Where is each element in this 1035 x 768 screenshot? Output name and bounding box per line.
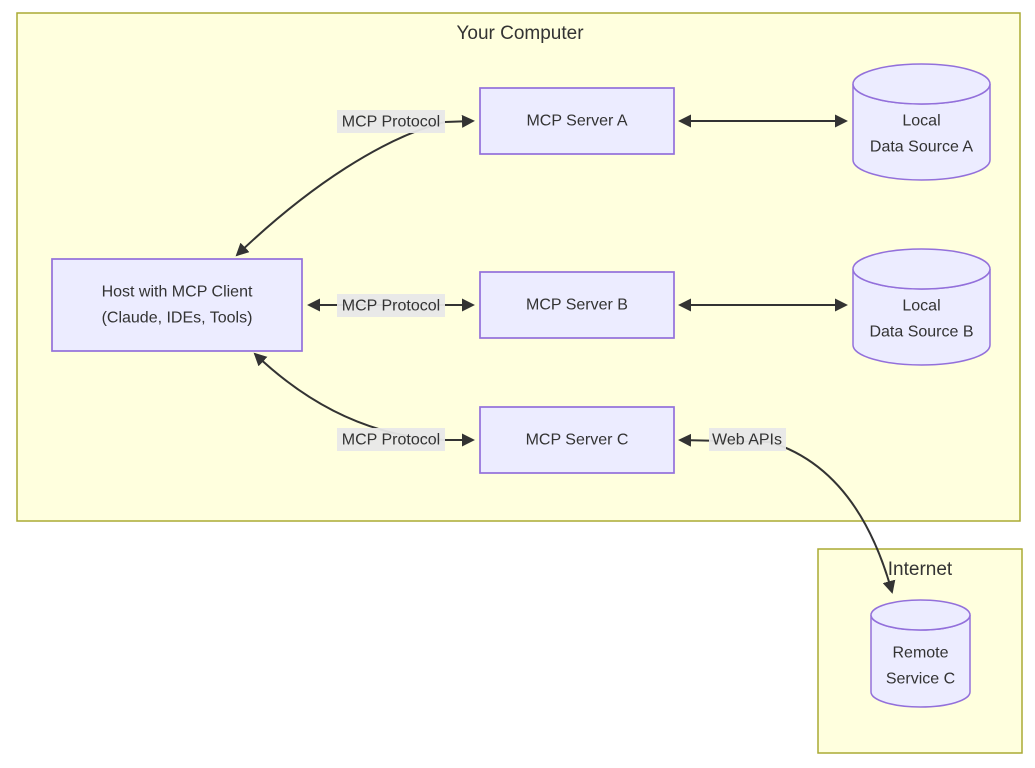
remote-service-c-cylinder: Remote Service C bbox=[870, 599, 971, 708]
mcp-server-a-node: MCP Server A bbox=[479, 87, 675, 155]
host-node: Host with MCP Client (Claude, IDEs, Tool… bbox=[51, 258, 303, 352]
remote-service-c-line2: Service C bbox=[886, 671, 955, 688]
remote-service-c-line1: Remote bbox=[892, 645, 948, 662]
mcp-server-c-label: MCP Server C bbox=[526, 432, 629, 449]
edge-label-mcp-protocol-top: MCP Protocol bbox=[337, 110, 445, 133]
host-label-line2: (Claude, IDEs, Tools) bbox=[102, 310, 253, 327]
data-source-a-line2: Data Source A bbox=[870, 139, 974, 156]
edge-label-text: MCP Protocol bbox=[342, 432, 440, 449]
mcp-server-b-node: MCP Server B bbox=[479, 271, 675, 339]
internet-title: Internet bbox=[888, 559, 953, 580]
mcp-server-c-node: MCP Server C bbox=[479, 406, 675, 474]
mcp-server-b-label: MCP Server B bbox=[526, 297, 628, 314]
local-data-source-b-cylinder: Local Data Source B bbox=[852, 248, 991, 366]
edge-label-mcp-protocol-bottom: MCP Protocol bbox=[337, 428, 445, 451]
host-label-line1: Host with MCP Client bbox=[102, 284, 253, 301]
data-source-a-line1: Local bbox=[902, 113, 940, 130]
local-data-source-a-cylinder: Local Data Source A bbox=[852, 63, 991, 181]
edge-label-text: Web APIs bbox=[712, 432, 782, 449]
edge-label-text: MCP Protocol bbox=[342, 114, 440, 131]
edge-label-web-apis: Web APIs bbox=[709, 428, 786, 451]
data-source-b-line2: Data Source B bbox=[869, 324, 973, 341]
edge-label-text: MCP Protocol bbox=[342, 298, 440, 315]
edge-label-mcp-protocol-middle: MCP Protocol bbox=[337, 294, 445, 317]
mcp-server-a-label: MCP Server A bbox=[526, 113, 627, 130]
your-computer-title: Your Computer bbox=[456, 23, 584, 44]
data-source-b-line1: Local bbox=[902, 298, 940, 315]
